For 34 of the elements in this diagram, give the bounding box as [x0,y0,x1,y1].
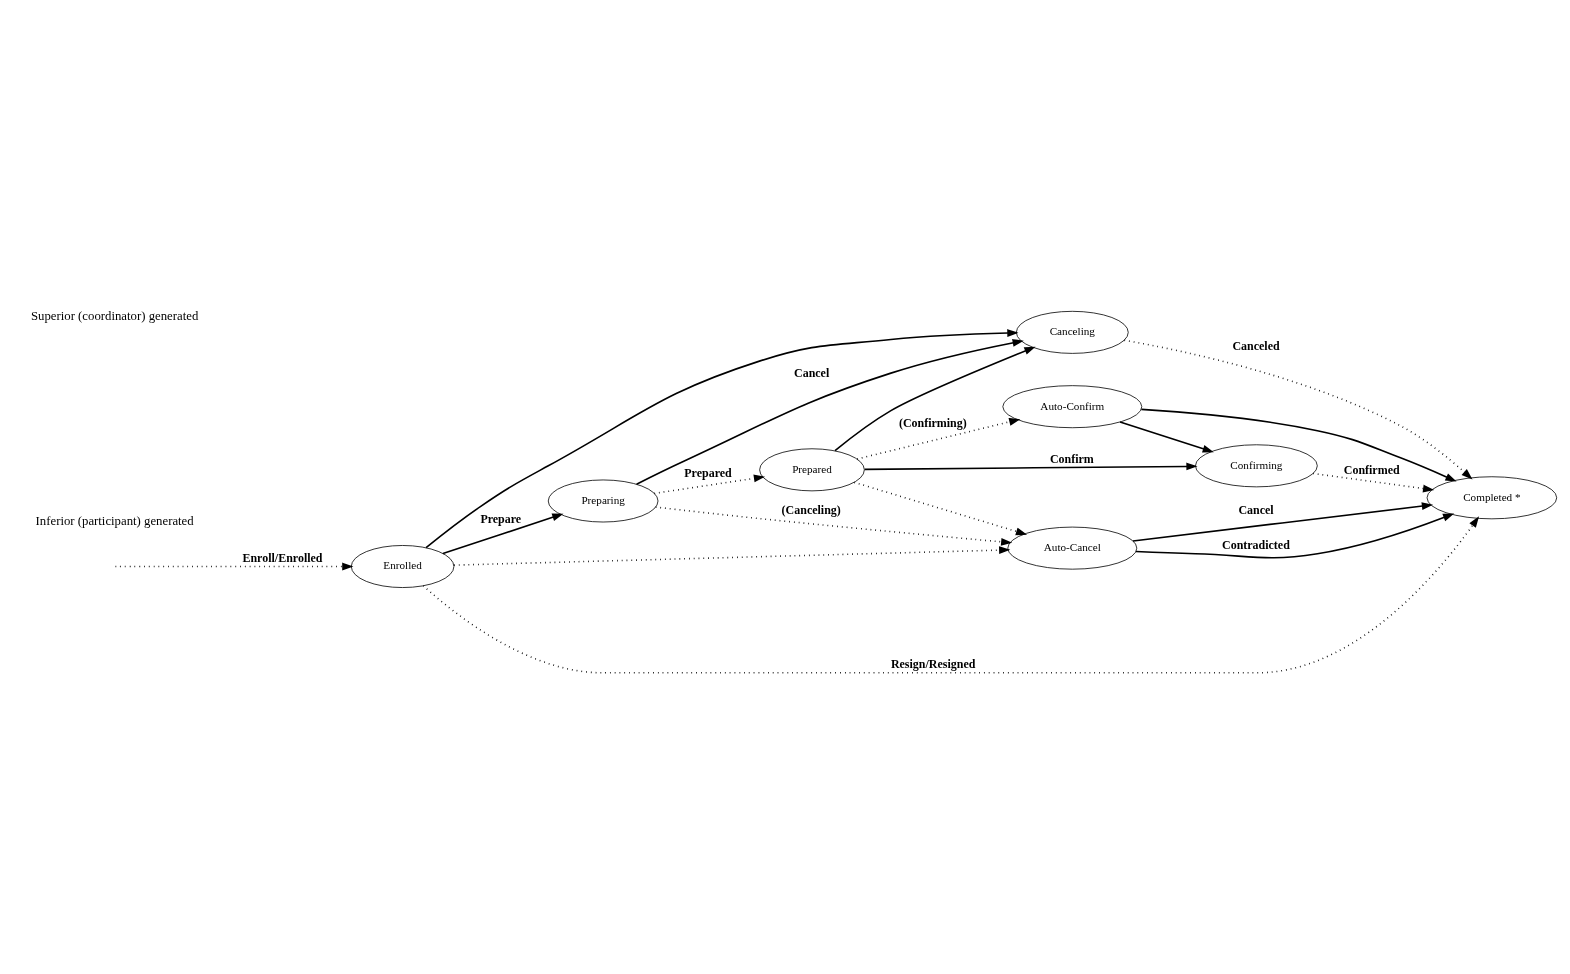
edge-label: (Canceling) [781,502,841,517]
edge-label: Prepare [480,511,522,526]
arrow [442,513,564,555]
edge-label: Enroll/Enrolled [242,550,323,565]
arrow [856,418,1021,460]
edge-label: Confirmed [1343,462,1400,477]
node-ellipse: Enrolled [350,545,455,588]
edge-label: Canceled [1232,338,1280,353]
arrow [422,516,1480,674]
arrow [1132,502,1434,542]
arrow [425,329,1019,549]
node-ellipse: Prepared [759,448,865,492]
arrow [453,546,1011,566]
arrow [853,481,1028,536]
arrow [1135,513,1455,559]
arrow [834,346,1036,452]
edge-label: Confirm [1049,451,1094,466]
edge-label: (Confirming) [898,415,967,430]
arrow [863,462,1198,471]
edge-label: Resign/Resigned [890,657,976,672]
arrow [1119,421,1214,453]
arrow [653,474,766,495]
arrow [1140,408,1457,482]
edge-label: Prepared [684,466,732,481]
arrow [635,338,1024,485]
arrow [1312,472,1435,493]
edge-label: Cancel [794,366,830,381]
edge-label: Contradicted [1222,537,1290,552]
arrow [114,562,354,571]
legend-label: Inferior (participant) generated [35,513,194,528]
arrow [654,506,1013,546]
legend-label: Superior (coordinator) generated [30,309,199,324]
edge-label: Cancel [1238,502,1274,517]
arrow [1123,339,1473,480]
